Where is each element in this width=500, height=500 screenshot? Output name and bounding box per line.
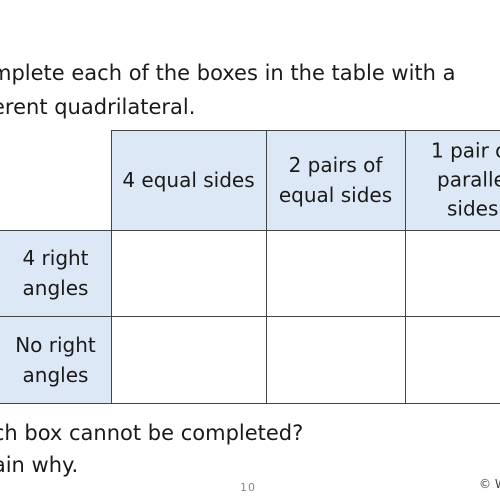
column-header-4-equal-sides: 4 equal sides [111, 130, 266, 230]
question-line-1: ich box cannot be completed? [0, 421, 304, 445]
column-header-text: 4 equal sides [122, 168, 255, 192]
column-header-text: 1 pair o [431, 138, 500, 163]
answer-cell [111, 230, 266, 316]
instruction-line-2: erent quadrilateral. [0, 95, 196, 119]
row-header-4-right-angles: 4 right angles [0, 230, 111, 316]
column-header-text: 2 pairs of [288, 153, 383, 177]
row-header-text: No right [15, 332, 96, 357]
copyright-text: © W [479, 477, 500, 491]
row-header-text: 4 right [22, 246, 89, 270]
answer-cell [266, 316, 405, 403]
column-header-text: equal sides [278, 183, 393, 207]
answer-cell [266, 230, 405, 316]
instruction-line-1: mplete each of the boxes in the table wi… [0, 61, 456, 85]
grid-line [0, 230, 500, 231]
grid-line [266, 130, 267, 403]
grid-line [0, 316, 500, 317]
row-header-no-right-angles: No right angles [0, 316, 111, 403]
grid-line [405, 130, 406, 403]
answer-cell [111, 316, 266, 403]
column-header-text: paralle [437, 167, 500, 192]
grid-line [0, 403, 500, 404]
grid-line [111, 130, 112, 403]
answer-cell [405, 316, 500, 403]
row-header-text: angles [22, 362, 89, 387]
grid-line [111, 130, 500, 131]
answer-cell [405, 230, 500, 316]
page-number: 10 [240, 481, 256, 494]
column-header-2-pairs-equal-sides: 2 pairs of equal sides [266, 130, 405, 230]
column-header-text: sides [447, 196, 499, 221]
row-header-text: angles [22, 276, 89, 300]
column-header-1-pair-parallel-sides: 1 pair o paralle sides [405, 130, 500, 230]
question-line-2: lain why. [0, 453, 79, 477]
